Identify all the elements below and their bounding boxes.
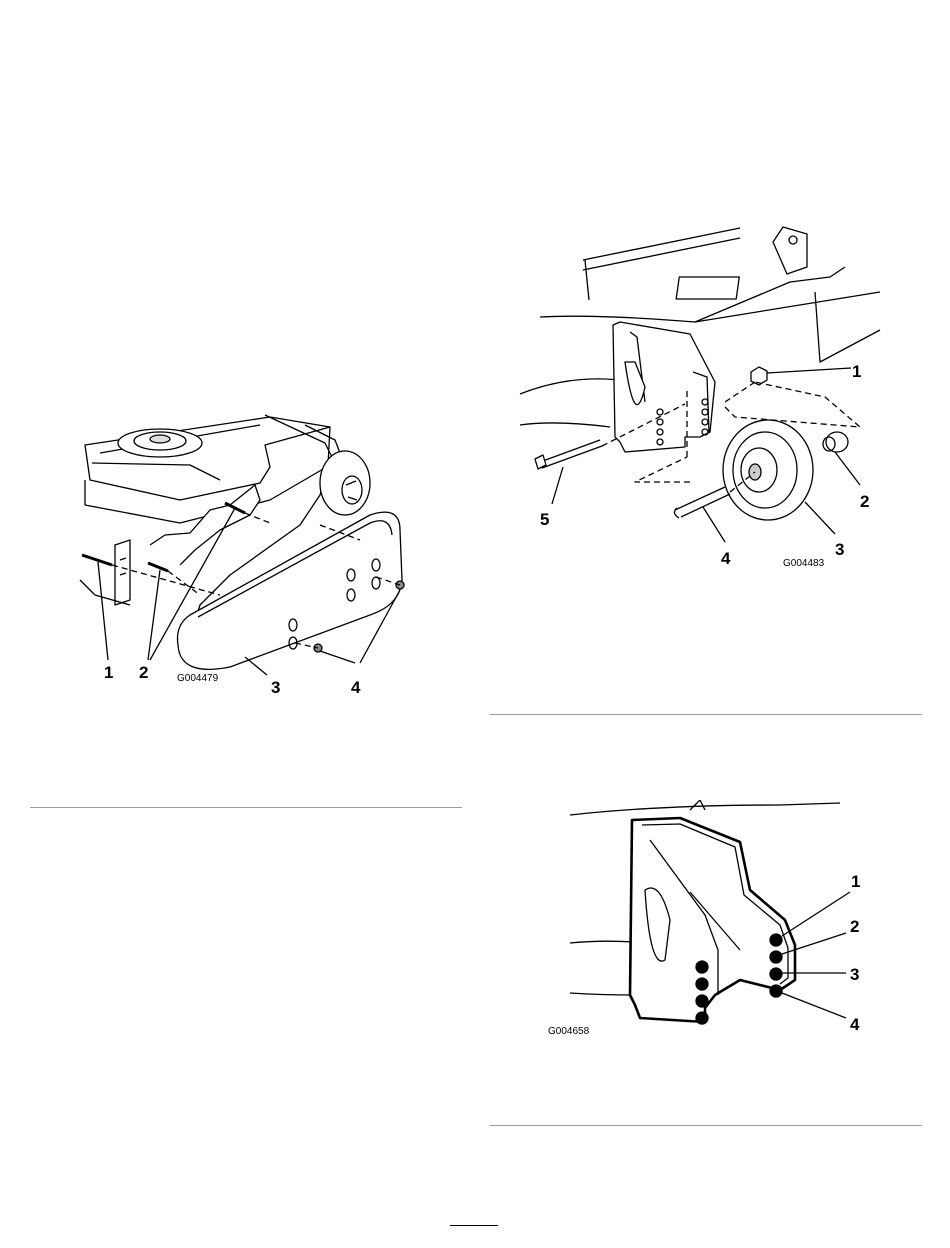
callout-label: 4	[351, 678, 361, 695]
page-footer-line	[450, 1225, 498, 1226]
figure-id: G004479	[177, 673, 219, 684]
callout-label: 1	[852, 362, 861, 381]
callout-label: 3	[850, 965, 859, 984]
figure-bumper-assembly: 1 2 3 4 G004479	[70, 405, 470, 695]
callout-label: 2	[139, 663, 148, 682]
callout-label: 2	[850, 917, 859, 936]
callout-label: 1	[851, 872, 860, 891]
callout-label: 4	[721, 549, 731, 568]
callout-label: 5	[540, 510, 549, 529]
callout-label: 3	[271, 678, 280, 695]
callout-label: 4	[850, 1015, 860, 1034]
figure-caster-holes: 1 2 3 4 G004658	[540, 800, 880, 1050]
section-divider	[490, 714, 922, 715]
callout-label: 3	[835, 540, 844, 559]
figure-id: G004658	[548, 1026, 590, 1037]
callout-label: 1	[104, 663, 113, 682]
figure-id: G004483	[783, 558, 825, 569]
callout-label: 2	[860, 492, 869, 511]
section-divider	[30, 807, 462, 808]
section-divider	[490, 1125, 922, 1126]
figure-caster-wheel: 1 2 3 4 5 G004483	[515, 222, 885, 577]
